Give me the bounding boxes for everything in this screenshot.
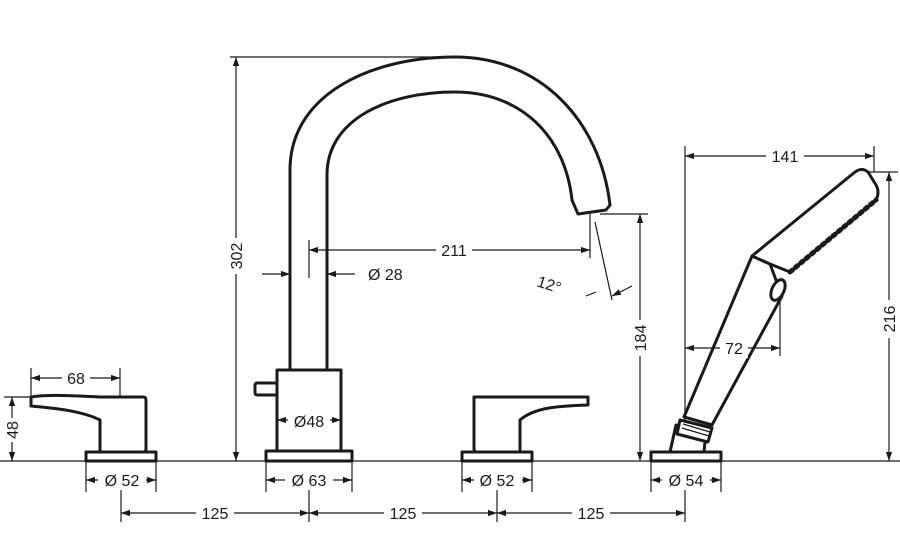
dim-handle-left-width: 68 — [67, 371, 85, 388]
dim-base-mid: Ø 52 — [480, 473, 515, 490]
dim-shower-reach: 141 — [772, 149, 799, 166]
dim-shower-height: 216 — [882, 306, 899, 333]
dim-handle-height: 48 — [5, 421, 22, 439]
dim-spacing-2: 125 — [390, 506, 417, 523]
dim-pipe-diameter: Ø 28 — [368, 267, 403, 284]
middle-handle — [460, 395, 590, 463]
spout — [253, 55, 612, 463]
dim-spacing-1: 125 — [202, 506, 229, 523]
dim-spacing-3: 125 — [578, 506, 605, 523]
dim-body-diameter: Ø48 — [294, 414, 324, 431]
dim-base-left: Ø 52 — [105, 473, 140, 490]
dim-outlet-height: 184 — [633, 325, 650, 352]
dim-spout-angle: 12° — [535, 274, 563, 298]
dim-total-height: 302 — [229, 243, 246, 270]
left-handle — [29, 393, 158, 463]
dim-spout-reach: 211 — [441, 243, 467, 260]
dim-base-spout: Ø 63 — [292, 473, 327, 490]
dim-base-shower: Ø 54 — [669, 473, 704, 490]
dim-shower-head-offset: 72 — [725, 341, 743, 358]
